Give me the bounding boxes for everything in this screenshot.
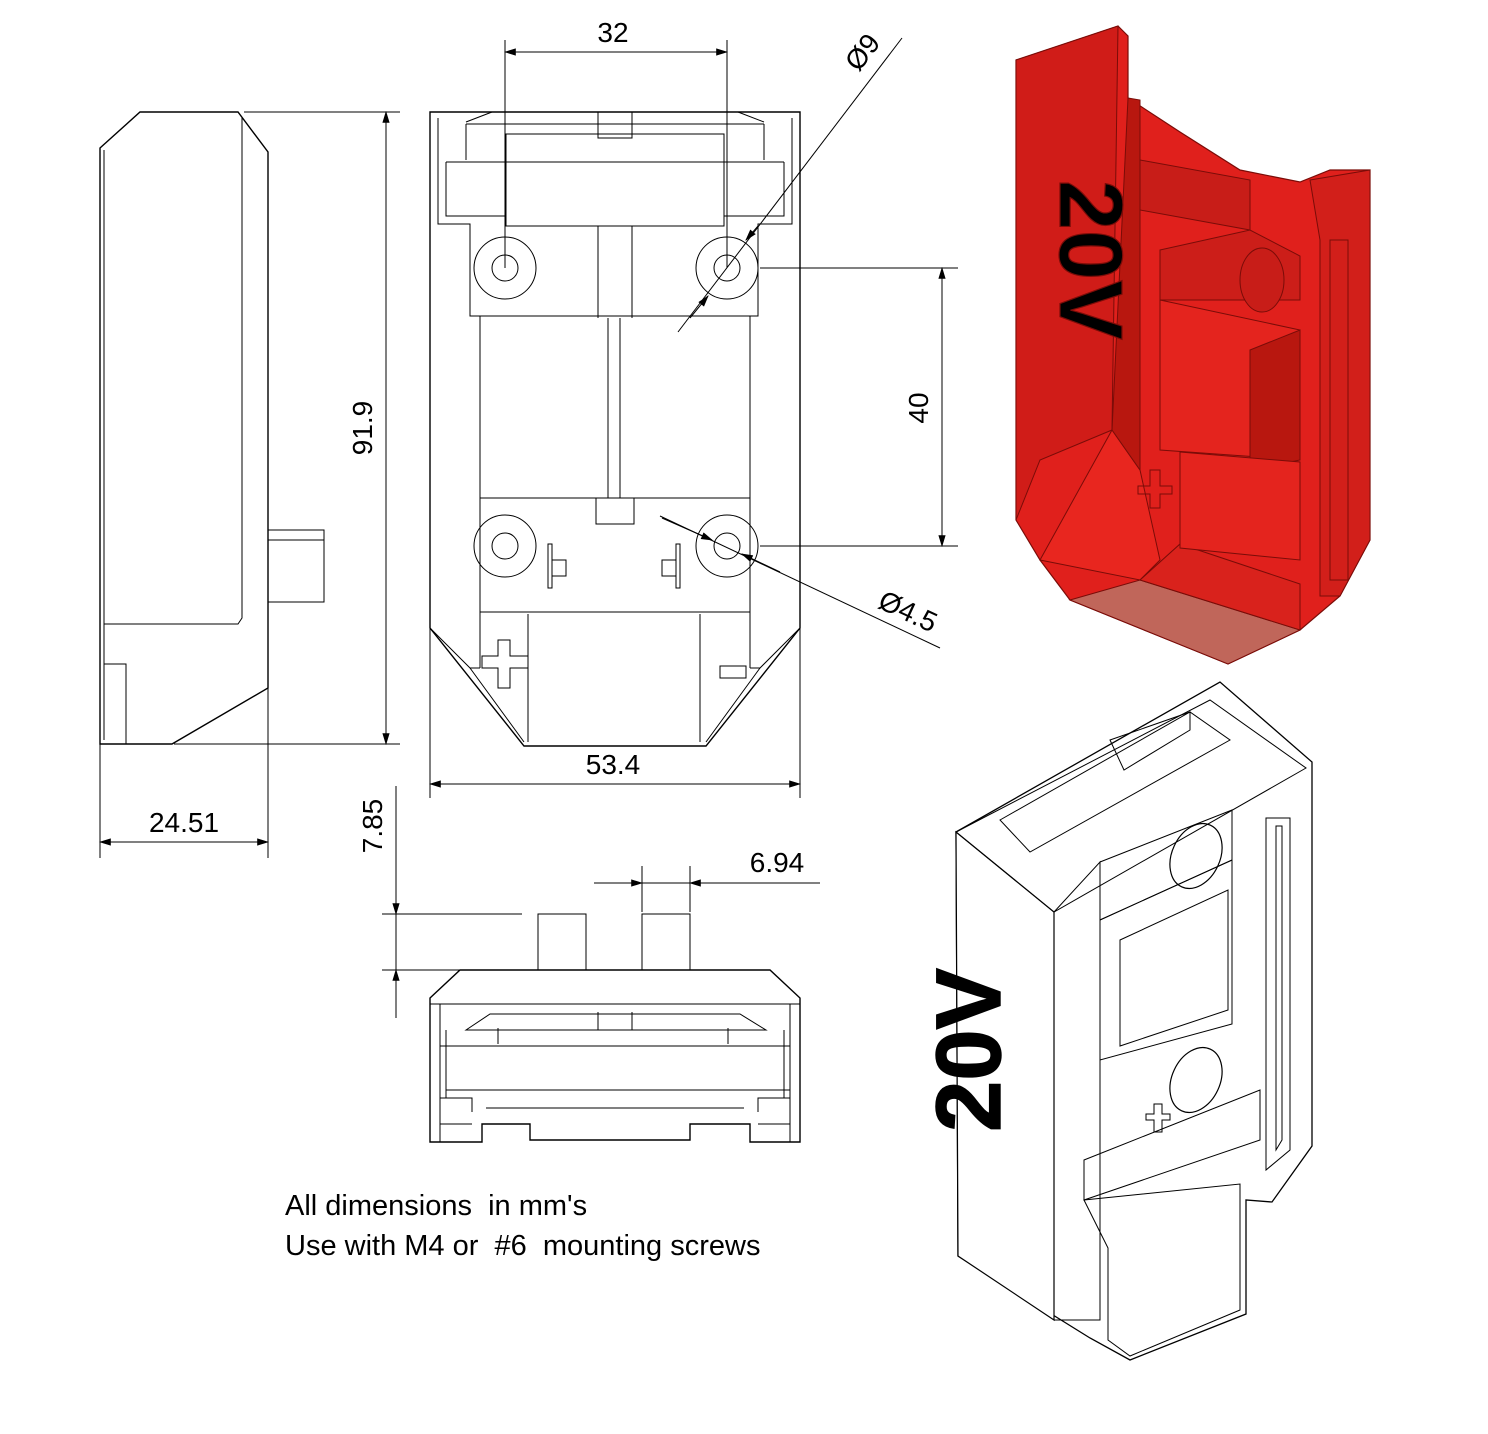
dimension-label-dia4-5: Ø4.5 (874, 585, 942, 639)
dimension-label-32: 32 (597, 17, 628, 48)
positive-mark-outline (481, 639, 529, 689)
note-dimensions-units: All dimensions in mm's (285, 1190, 588, 1222)
terminal-negative-mark: − (720, 660, 746, 680)
front-view (429, 111, 801, 747)
dimension-label-6-94: 6.94 (750, 847, 805, 878)
mounting-hole-bottom-left (473, 514, 537, 578)
dimension-label-40: 40 (903, 392, 934, 423)
dimension-dia9: Ø9 (677, 28, 903, 333)
dimension-label-53-4: 53.4 (586, 749, 641, 780)
dimension-6-94: 6.94 (594, 847, 820, 912)
red-3d-render: 20V (1015, 25, 1371, 665)
note-mounting-screws: Use with M4 or #6 mounting screws (285, 1230, 761, 1262)
dimension-32: 32 (503, 17, 729, 268)
render-label-20v-white: 20V (918, 968, 1020, 1132)
dimension-53-4: 53.4 (428, 628, 802, 798)
side-view (99, 111, 325, 745)
dimension-91-9: 91.9 (174, 110, 400, 746)
white-3d-render: 20V (917, 681, 1313, 1361)
bottom-view (429, 913, 801, 1143)
dimension-40: 40 (760, 266, 958, 548)
dimension-7-85: 7.85 (357, 786, 522, 1018)
dimension-dia4-5: Ø4.5 (659, 515, 942, 649)
terminal-positive-mark: + (490, 628, 526, 684)
dimension-label-91-9: 91.9 (347, 401, 378, 456)
dimension-label-dia9: Ø9 (839, 28, 886, 77)
mounting-hole-bottom-right (695, 514, 759, 578)
dimension-label-7-85: 7.85 (357, 799, 388, 854)
negative-mark-outline (719, 665, 747, 679)
dimension-label-24-51: 24.51 (149, 807, 219, 838)
dimension-24-51: 24.51 (98, 688, 270, 858)
render-label-20v-red: 20V (1040, 180, 1140, 340)
